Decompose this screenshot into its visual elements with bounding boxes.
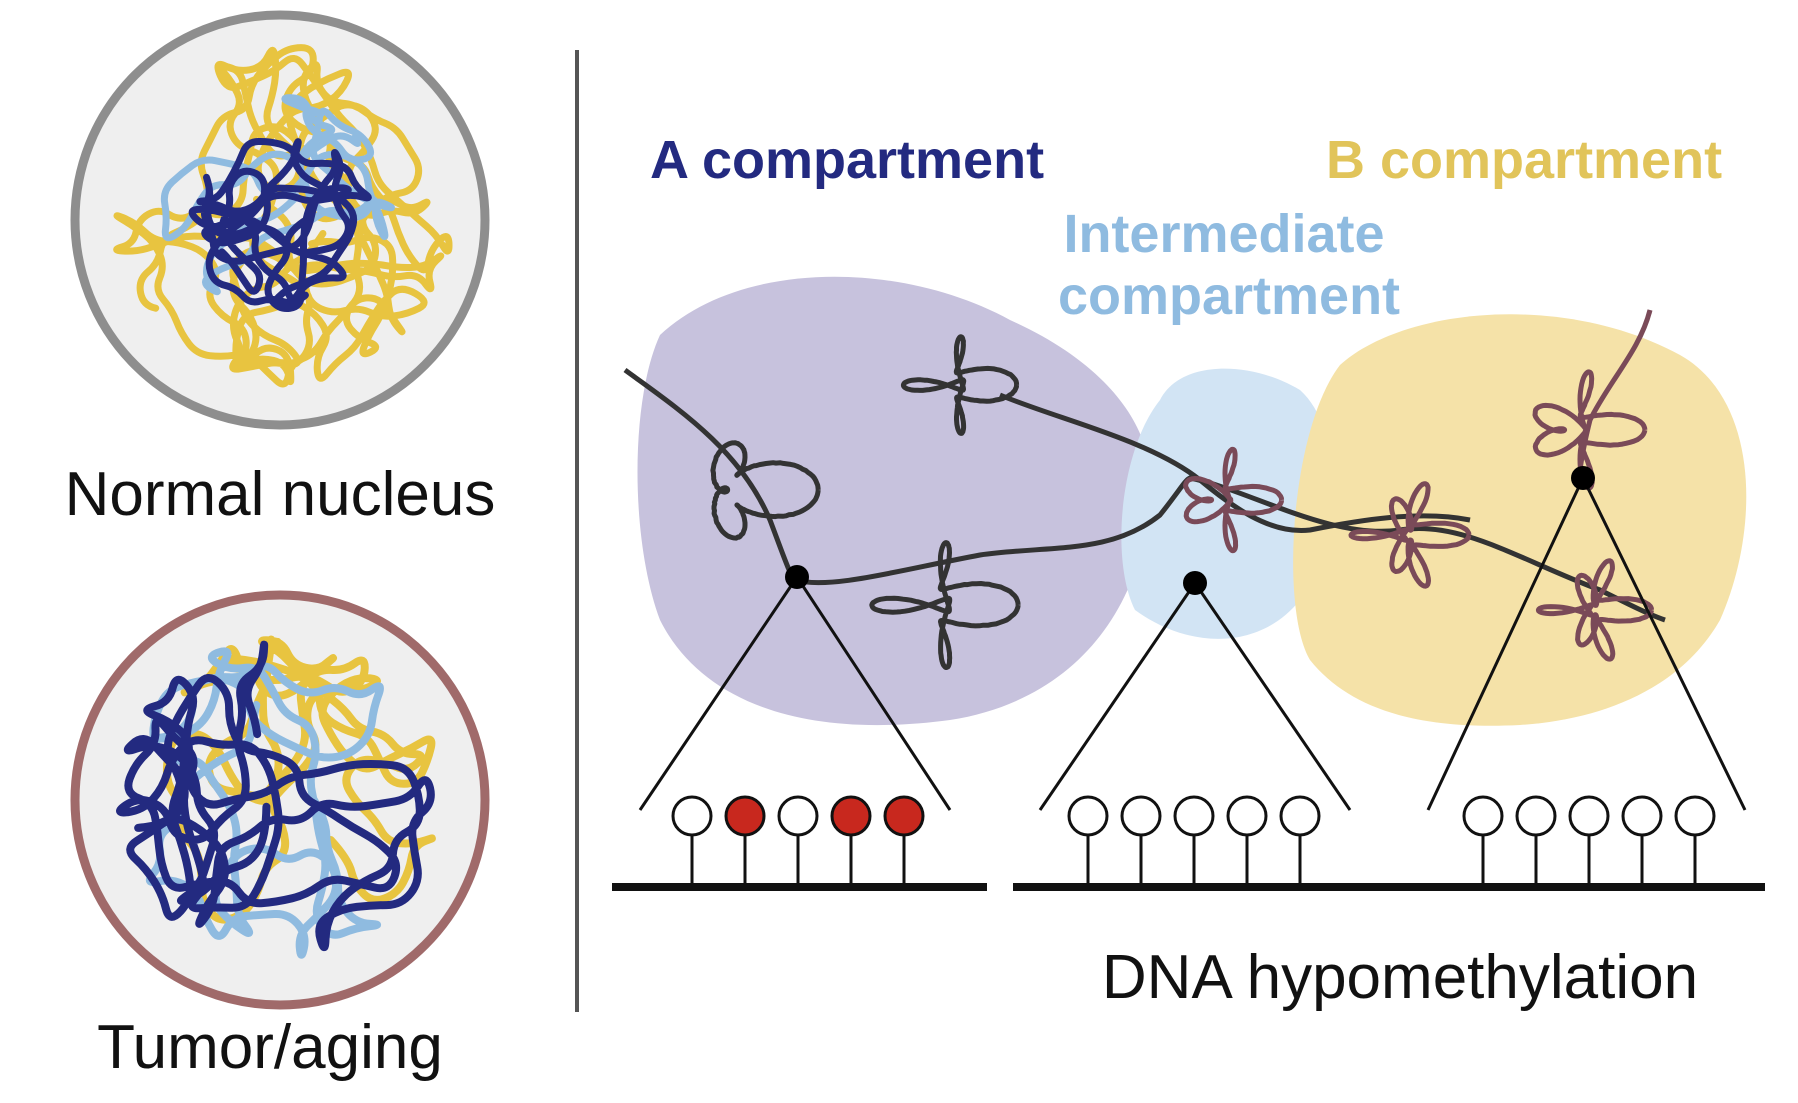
cpg-b-unmethylated-site <box>1515 795 1557 837</box>
dna-hypomethylation-label: DNA hypomethylation <box>1102 943 1698 1012</box>
tumor-aging-label: Tumor/aging <box>97 1013 443 1082</box>
normal-a-chromatin <box>188 137 372 313</box>
cpg-a-methylated-site <box>883 795 925 837</box>
a-loop-cluster-1 <box>710 440 821 541</box>
tumor-a-chromatin <box>116 640 435 952</box>
zoom-line-int-left <box>1038 582 1197 811</box>
cpg-intermediate-unmethylated-site <box>1279 795 1321 837</box>
cpg-intermediate-unmethylated-site <box>1120 795 1162 837</box>
cpg-b-unmethylated-site <box>1462 795 1504 837</box>
zoom-line-a-left <box>638 576 799 811</box>
a-compartment-label: A compartment <box>650 130 1044 190</box>
cpg-b-unmethylated-site <box>1621 795 1663 837</box>
cpg-b-unmethylated-site <box>1674 795 1716 837</box>
cpg-b-unmethylated-site <box>1568 795 1610 837</box>
tumor-nucleus-chromatin <box>116 635 436 959</box>
intermediate-label-line1: Intermediate <box>1063 204 1384 264</box>
normal-nucleus-label: Normal nucleus <box>65 460 496 529</box>
normal-nucleus <box>70 10 490 430</box>
a-loop-cluster-3 <box>869 540 1021 670</box>
int-loop-cluster <box>1183 446 1285 554</box>
zoom-lines <box>638 477 1747 811</box>
a-focus-dot <box>785 565 809 589</box>
zoom-line-int-right <box>1193 582 1352 811</box>
cpg-sites <box>671 795 1716 884</box>
normal-nucleus-chromatin <box>113 44 453 388</box>
cpg-intermediate-unmethylated-site <box>1173 795 1215 837</box>
intermediate-label-line2: compartment <box>1058 266 1400 326</box>
cpg-a-methylated-site <box>830 795 872 837</box>
cpg-a-unmethylated-site <box>777 795 819 837</box>
normal-b-chromatin <box>113 44 453 388</box>
cpg-a-methylated-site <box>724 795 766 837</box>
cpg-a-unmethylated-site <box>671 795 713 837</box>
b-compartment-label: B compartment <box>1326 130 1722 190</box>
a-compartment-region <box>637 276 1150 726</box>
b-focus-dot <box>1571 466 1595 490</box>
chromatin-fiber <box>623 309 1666 670</box>
zoom-line-a-right <box>795 576 952 811</box>
tumor-nucleus <box>70 590 490 1010</box>
chromatin-main-strand <box>623 367 1666 623</box>
tumor-b-chromatin <box>162 635 436 924</box>
zoom-line-b-left <box>1426 477 1585 811</box>
zoom-line-b-right <box>1581 477 1747 811</box>
b-loop-cluster-1 <box>1348 481 1472 589</box>
cpg-intermediate-unmethylated-site <box>1226 795 1268 837</box>
chromatin-loops <box>710 334 1655 670</box>
cpg-intermediate-unmethylated-site <box>1067 795 1109 837</box>
a-loop-cluster-2 <box>900 334 1020 436</box>
b-loop-cluster-3 <box>1535 558 1655 662</box>
intermediate-focus-dot <box>1183 571 1207 595</box>
